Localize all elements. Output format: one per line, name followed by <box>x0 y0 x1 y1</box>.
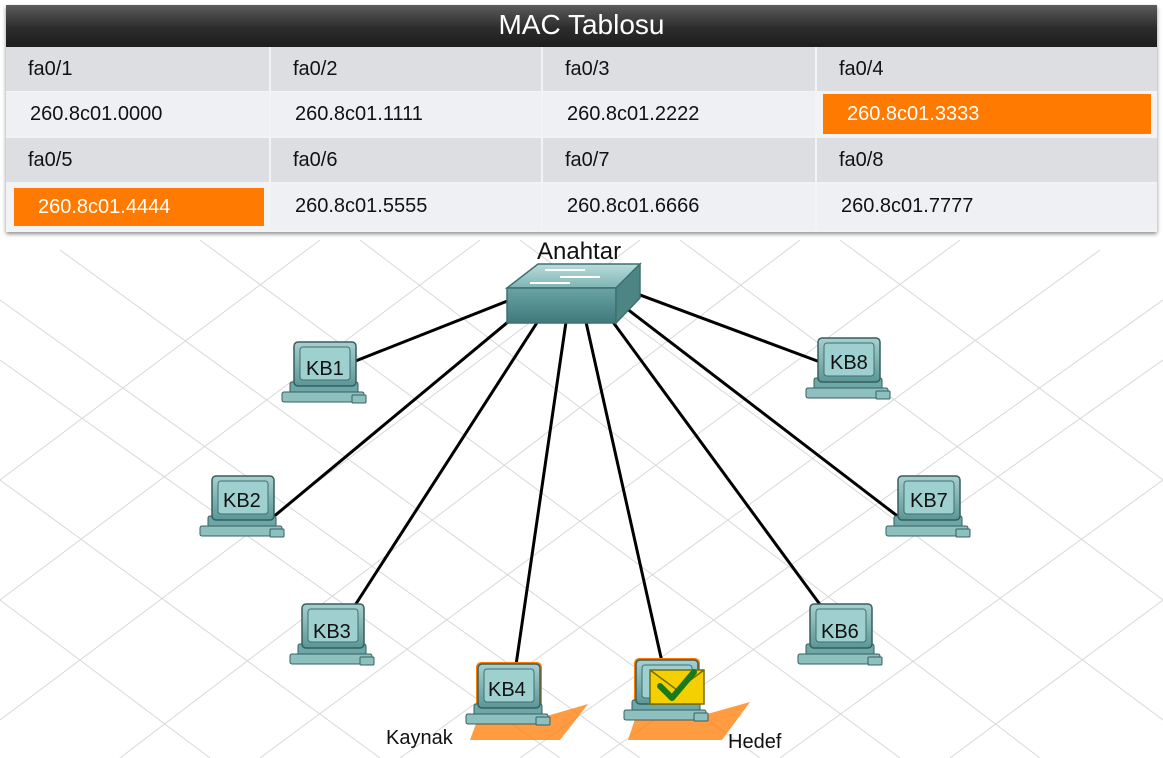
mac-cell: 260.8c01.5555 <box>271 184 541 230</box>
host-label: KB7 <box>910 490 948 512</box>
port-cell: fa0/7 <box>543 138 815 182</box>
links <box>271 290 901 666</box>
port-cell: fa0/8 <box>817 138 1157 182</box>
mac-cell-highlighted: 260.8c01.4444 <box>14 188 264 226</box>
mac-cell-highlighted: 260.8c01.3333 <box>823 94 1151 134</box>
mac-cell: 260.8c01.2222 <box>543 92 815 136</box>
mac-cell: 260.8c01.7777 <box>817 184 1157 230</box>
mac-cell: 260.8c01.0000 <box>6 92 269 136</box>
mac-table-title: MAC Tablosu <box>6 5 1157 47</box>
host-label: KB6 <box>821 621 859 643</box>
port-cell: fa0/2 <box>271 47 541 91</box>
host-destination-icon <box>623 658 750 740</box>
host-label: KB8 <box>830 352 868 374</box>
port-cell: fa0/1 <box>6 47 269 91</box>
source-label: Kaynak <box>386 727 453 749</box>
host-label: KB1 <box>306 358 344 380</box>
port-cell: fa0/3 <box>543 47 815 91</box>
host-label: KB4 <box>488 679 526 701</box>
switch-label: Anahtar <box>537 238 622 265</box>
host-label: KB3 <box>313 621 351 643</box>
port-cell: fa0/4 <box>817 47 1157 91</box>
destination-label: Hedef <box>728 731 782 753</box>
mac-cell: 260.8c01.1111 <box>271 92 541 136</box>
mac-cell: 260.8c01.6666 <box>543 184 815 230</box>
port-cell: fa0/5 <box>6 138 269 182</box>
envelope-check-icon <box>649 669 705 705</box>
port-cell: fa0/6 <box>271 138 541 182</box>
mac-table: MAC Tablosu fa0/1 fa0/2 fa0/3 fa0/4 260.… <box>6 5 1157 232</box>
host-kb4-icon <box>465 662 588 740</box>
switch-icon <box>504 262 642 325</box>
host-label: KB2 <box>223 490 261 512</box>
